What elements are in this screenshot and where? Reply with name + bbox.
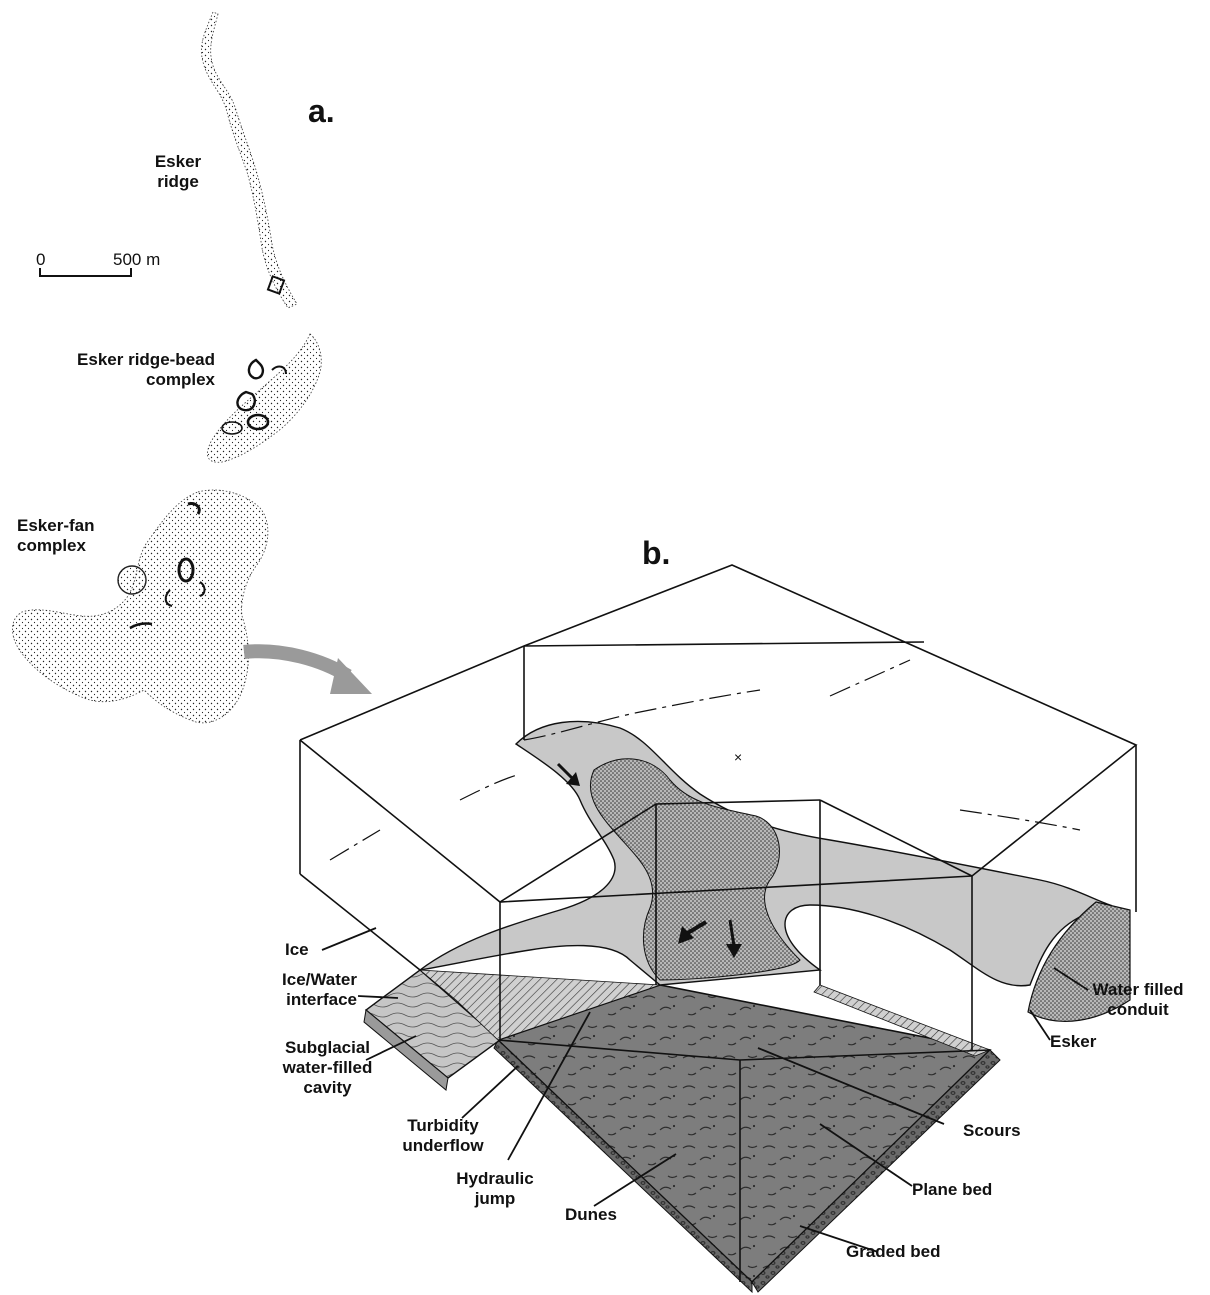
conduit-label: Water filled conduit (1082, 980, 1194, 1020)
ridge-bead-label: Esker ridge-bead complex (40, 350, 215, 390)
block-diagram: × (300, 565, 1136, 1292)
transition-arrow (244, 651, 348, 676)
panel-a-label: a. (308, 93, 335, 130)
dunes-label: Dunes (565, 1205, 617, 1225)
esker-fan-label: Esker-fan complex (17, 516, 94, 556)
turbidity-label: Turbidity underflow (395, 1116, 491, 1156)
ice-water-label: Ice/Water interface (250, 970, 357, 1010)
panel-b-label: b. (642, 535, 670, 572)
svg-text:×: × (734, 749, 742, 765)
graded-bed-label: Graded bed (846, 1242, 940, 1262)
cavity-label: Subglacial water-filled cavity (270, 1038, 385, 1098)
scours-label: Scours (963, 1121, 1021, 1141)
ridge-bead-complex-shape (207, 334, 321, 462)
scale-zero-label: 0 (36, 250, 45, 270)
esker-label: Esker (1050, 1032, 1096, 1052)
scale-length-label: 500 m (113, 250, 160, 270)
ice-label: Ice (285, 940, 309, 960)
plane-bed-label: Plane bed (912, 1180, 992, 1200)
hydraulic-jump-label: Hydraulic jump (445, 1169, 545, 1209)
esker-ridge-label: Esker ridge (128, 152, 228, 192)
